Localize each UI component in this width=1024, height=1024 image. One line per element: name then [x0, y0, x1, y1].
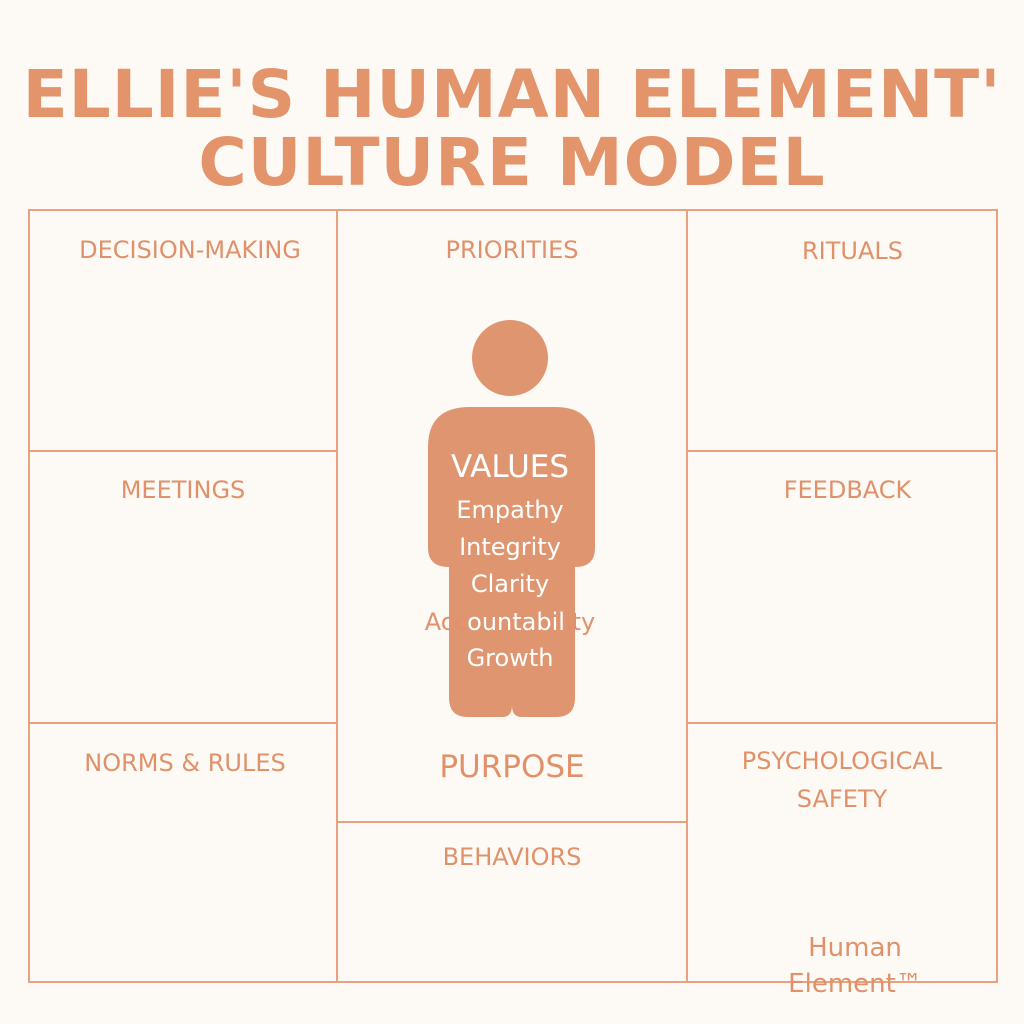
grid-border-top [28, 209, 998, 211]
value-item: Empathy [456, 496, 564, 524]
grid-border-bottom [28, 981, 998, 983]
value-item-part: Acc [424, 608, 468, 636]
column-divider-1 [336, 209, 338, 983]
cell-behaviors: BEHAVIORS [442, 843, 582, 871]
cell-meetings: MEETINGS [120, 476, 246, 504]
cell-norms-rules: NORMS & RULES [84, 749, 286, 777]
cell-rituals: RITUALS [801, 237, 903, 265]
row-divider [336, 821, 688, 823]
cell-priorities: PRIORITIES [445, 236, 579, 264]
psych-line-2: SAFETY [796, 785, 888, 813]
title-line-1: ELLIE'S HUMAN ELEMENT' [22, 56, 1002, 133]
value-item: Growth [466, 644, 554, 672]
value-item: Integrity [459, 533, 561, 561]
brand-mark: Human Element™ [788, 933, 922, 1000]
value-item: Clarity [470, 570, 550, 598]
row-divider [28, 450, 338, 452]
column-divider-2 [686, 209, 688, 983]
grid-border-right [996, 209, 998, 983]
row-divider [28, 722, 338, 724]
row-divider [686, 722, 998, 724]
title-line-2: CULTURE MODEL [198, 124, 826, 201]
grid-border-left [28, 209, 30, 983]
cell-decision-making: DECISION-MAKING [79, 236, 301, 264]
value-item-part: ity [564, 608, 596, 636]
row-divider [686, 450, 998, 452]
value-item: Accountability [390, 608, 630, 636]
cell-purpose: PURPOSE [439, 749, 585, 785]
value-item-part: ountabil [467, 608, 565, 636]
psych-line-1: PSYCHOLOGICAL [741, 747, 943, 775]
cell-feedback: FEEDBACK [783, 476, 912, 504]
values-heading: VALUES [450, 449, 570, 485]
cell-psychological-safety: PSYCHOLOGICAL SAFETY [688, 742, 996, 818]
